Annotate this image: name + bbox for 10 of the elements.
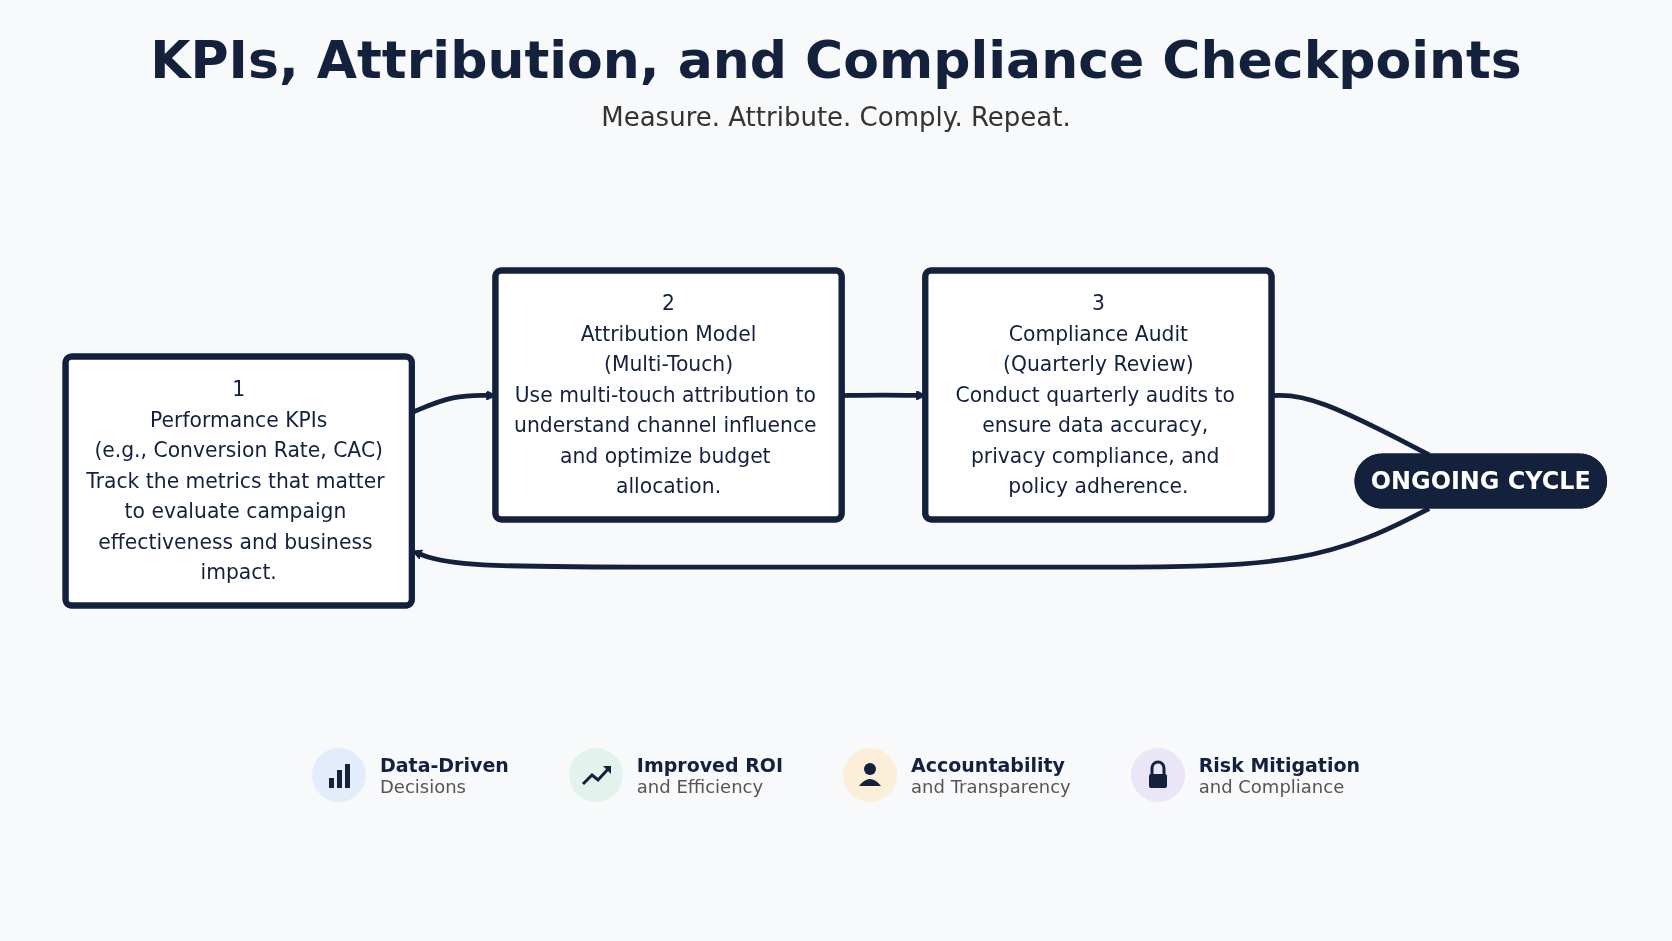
title: KPIs, Attribution, and Compliance Checkpoints	[150, 30, 1522, 90]
benefit-text: and Transparency	[911, 775, 1071, 797]
benefit-text: and Compliance	[1198, 775, 1345, 797]
benefit-heading: Data-Driven	[379, 753, 509, 776]
benefit-heading: Accountability	[911, 753, 1066, 776]
benefit-text: Decisions	[379, 775, 467, 797]
benefit-text: and Efficiency	[636, 775, 765, 797]
benefit-heading: Improved ROI	[636, 753, 784, 776]
benefit-heading: Risk Mitigation	[1198, 753, 1361, 776]
subtitle: Measure. Attribute. Comply. Repeat.	[601, 102, 1071, 132]
